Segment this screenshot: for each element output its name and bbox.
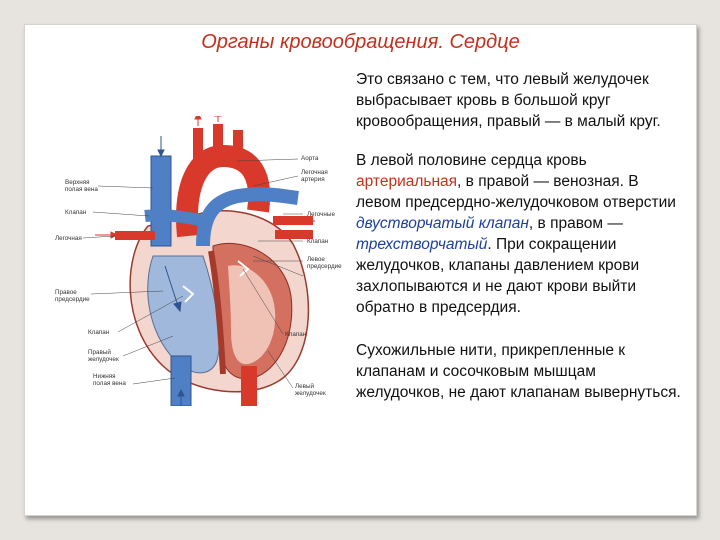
label-pulmonary-artery-1: Легочная xyxy=(301,169,328,176)
bicuspid-valve xyxy=(237,260,250,277)
slide-title: Органы кровообращения. Сердце xyxy=(201,31,520,53)
heart-diagram-svg: Аорта Легочная артерия Верхняя полая вен… xyxy=(53,116,352,406)
pulmonary-vein-left-2 xyxy=(275,230,313,239)
septum xyxy=(208,250,226,375)
descending-aorta xyxy=(241,366,257,406)
label-left-atrium-1: Левое xyxy=(307,256,325,263)
paragraph-2: В левой половине сердца кровь артериальн… xyxy=(356,150,686,318)
p2-text-3: , в правом — xyxy=(528,215,623,232)
p2-text-2: , в правой — венозная. В левом предсердн… xyxy=(356,173,676,211)
label-aorta: Аорта xyxy=(301,155,319,162)
arterial-flow-arrows xyxy=(95,116,315,239)
heart-diagram: Аорта Легочная артерия Верхняя полая вен… xyxy=(53,116,352,406)
label-pulmonary-vein-right: Легочная xyxy=(55,235,82,242)
inferior-vena-cava xyxy=(170,355,192,406)
slide: Органы кровообращения. Сердце xyxy=(24,24,697,516)
label-pulmonary-veins: Легочные xyxy=(307,211,335,218)
left-ventricle-cavity xyxy=(228,265,276,365)
tricuspid-valve xyxy=(182,285,195,303)
paragraph-3: Сухожильные нити, прикрепленные к клапан… xyxy=(356,342,681,401)
label-valve-left: Клапан xyxy=(88,329,110,336)
label-left-ventricle-2: желудочек xyxy=(295,390,326,397)
label-pulmonary-artery-2: артерия xyxy=(301,176,325,183)
pulmonary-trunk xyxy=(196,187,299,247)
term-arterial: артериальная xyxy=(356,173,458,190)
right-ventricle xyxy=(147,255,220,374)
label-left-atrium-2: предсердие xyxy=(307,263,342,270)
label-valve-top: Клапан xyxy=(65,209,87,216)
label-right-ventricle-2: желудочек xyxy=(88,356,119,363)
label-right-ventricle-1: Правый xyxy=(88,348,111,356)
pulmonary-vein-left-1 xyxy=(273,216,313,225)
label-inferior-vena-2: полая вена xyxy=(93,380,126,387)
p2-text-1: В левой половине сердца кровь xyxy=(356,152,587,169)
label-right-atrium-2: предсердие xyxy=(55,296,90,303)
label-superior-vena-1: Верхняя xyxy=(65,179,90,186)
aorta-branch-1 xyxy=(193,128,203,162)
p2-text-4: . При сокращении желудочков, клапаны дав… xyxy=(356,236,640,316)
pulmonary-vein-right xyxy=(115,231,155,240)
venous-flow-arrows xyxy=(157,136,185,406)
label-valve-right: Клапан xyxy=(285,331,307,338)
label-right-atrium-1: Правое xyxy=(55,289,77,296)
label-valve-side: Клапан xyxy=(307,238,329,245)
label-superior-vena-2: полая вена xyxy=(65,186,98,193)
term-bicuspid-valve: двустворчатый клапан xyxy=(356,215,529,232)
leader-lines xyxy=(82,158,304,389)
pulmonary-artery-right xyxy=(144,209,205,227)
label-inferior-vena-1: Нижняя xyxy=(93,373,116,380)
label-left-ventricle-1: Левый xyxy=(295,382,315,390)
aorta-branch-3 xyxy=(233,130,243,160)
aorta-branch-2 xyxy=(213,124,223,158)
term-tricuspid: трехстворчатый xyxy=(356,236,488,253)
slide-text: Это связано с тем, что левый желудочек в… xyxy=(356,69,686,403)
paragraph-1: Это связано с тем, что левый желудочек в… xyxy=(356,71,661,130)
